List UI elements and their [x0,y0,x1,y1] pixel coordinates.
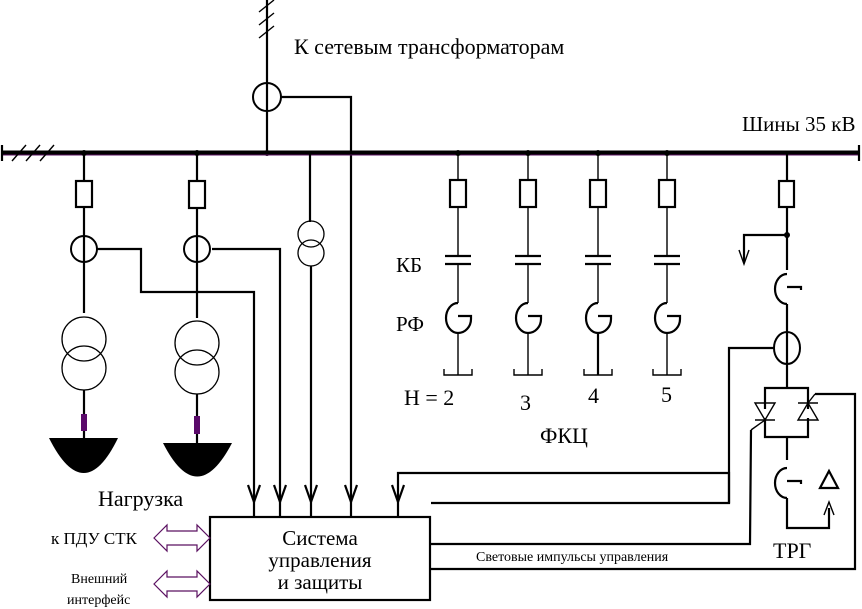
reactor-label: РФ [396,312,424,336]
harmonic-2-label: Н = 2 [404,385,454,410]
load-label: Нагрузка [98,486,183,511]
filter-group-label: ФКЦ [540,423,588,448]
voltage-transformer [297,153,325,500]
reactor-tail [666,314,682,335]
fuse-icon [74,179,94,209]
reactor-icon [584,301,599,335]
light-pulses-label: Световые импульсы управления [476,550,669,565]
signal-arrows [246,484,406,517]
trg-branch [431,153,857,571]
control-system-line3: и защиты [278,570,363,594]
feed-label: К сетевым трансформаторам [294,34,564,59]
external-interface-label-1: Внешний [71,572,128,587]
reactor-icon [514,301,529,335]
external-interface-label-2: интерфейс [67,593,130,608]
load-feeder-2 [163,150,282,500]
control-system-line1: Система [282,526,358,550]
transformer-icon [61,316,107,362]
reactor-tail [457,314,473,335]
trg-label: ТРГ [773,538,812,563]
furnace-load-icon [49,438,118,473]
load-feeder-1 [49,150,256,500]
ground-icon [513,369,543,376]
fuse-icon [518,178,538,209]
fuse-icon [187,179,207,210]
fuse-icon [777,179,796,209]
capacitor-label: КБ [396,253,422,277]
network-feed [252,0,353,500]
filter-branches [443,150,682,376]
harmonic-5-label: 5 [661,382,672,407]
reactor-icon [444,301,459,335]
reactor-tail [597,314,613,335]
external-interface-arrow-icon [153,569,211,599]
fuse-icon [657,178,677,209]
furnace-load-icon [163,443,232,477]
ground-icon [652,369,682,376]
reactor-icon [653,301,668,335]
thyristor-pair-icon [750,386,820,460]
trg-reactor-icon [773,466,788,500]
voltage-transformer-icon [297,220,325,248]
fuse-icon [448,178,468,209]
fuse-icon [588,178,608,209]
pdu-link-label: к ПДУ СТК [51,529,138,548]
ground-icon [443,369,473,376]
harmonic-3-label: 3 [520,390,531,415]
bus-35kv [0,144,861,162]
control-system-box[interactable] [208,515,432,602]
control-system-line2: управления [268,548,371,572]
bus-label: Шины 35 кВ [742,112,855,136]
transformer-icon [174,320,220,366]
ground-icon [583,369,613,376]
pdu-link-arrow-icon [153,523,211,553]
reactor-tail [527,314,543,335]
reactor-icon [773,272,788,306]
harmonic-4-label: 4 [588,383,599,408]
